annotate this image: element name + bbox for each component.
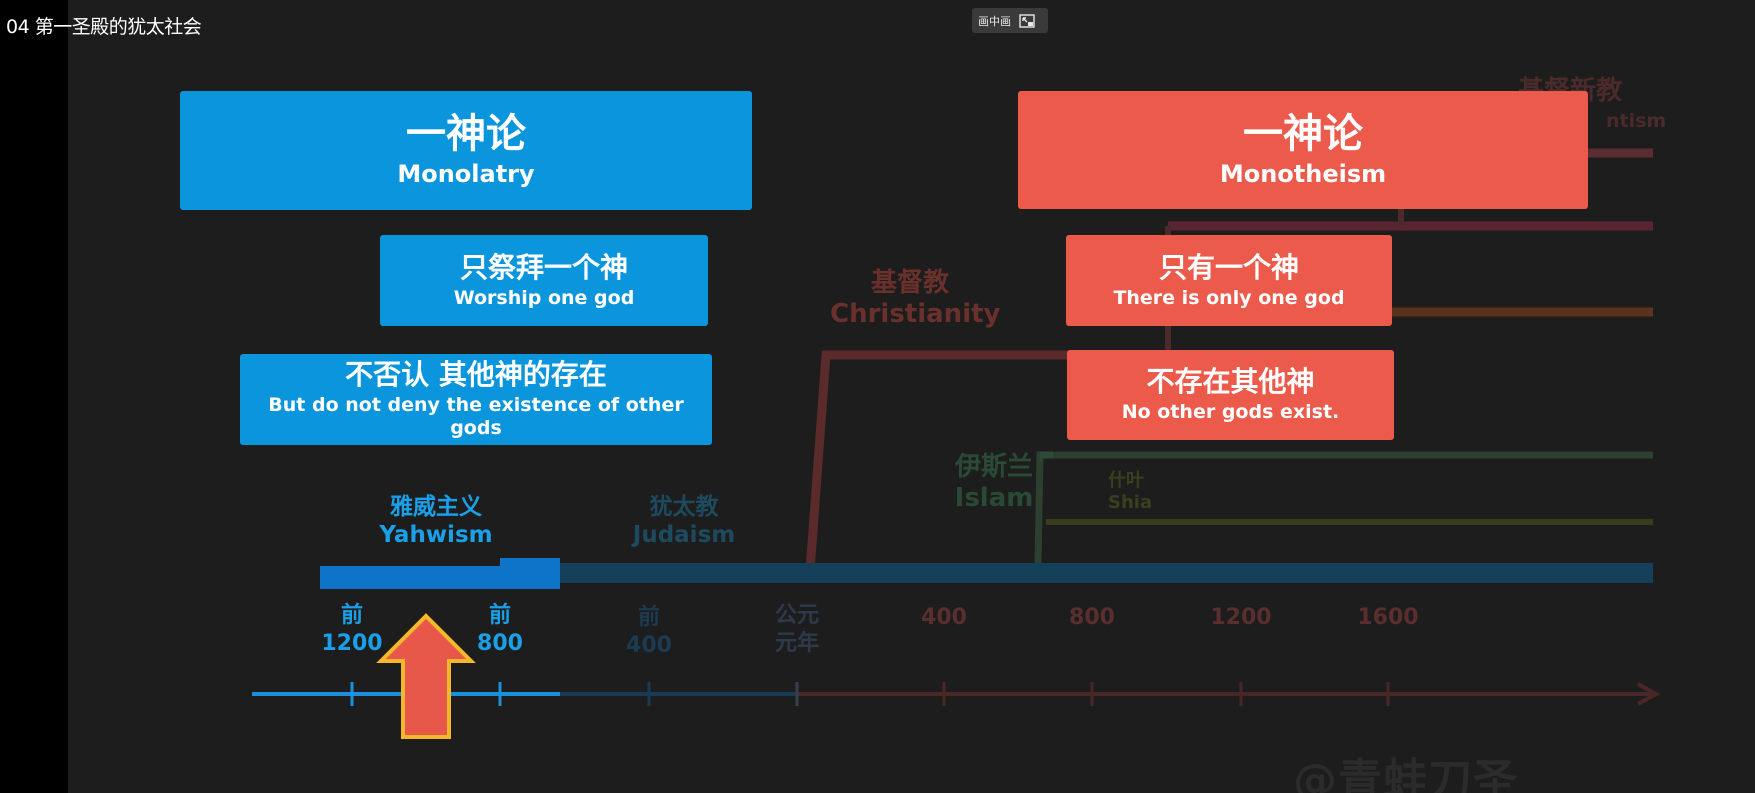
- tick-label-top: 前: [488, 603, 511, 628]
- worship-one-en: Worship one god: [453, 286, 635, 309]
- yahwism-en: Yahwism: [379, 521, 493, 548]
- tick-label-bottom: 1200: [321, 630, 383, 656]
- shia-label: 什叶 Shia: [1108, 470, 1168, 513]
- left-letterbox: [0, 0, 68, 793]
- not-deny-box: 不否认 其他神的存在 But do not deny the existence…: [240, 354, 712, 445]
- tick-label-bottom: 800: [477, 630, 523, 656]
- tick-label-top: 前: [340, 603, 363, 628]
- tick-label-1200: 1200: [1201, 604, 1281, 632]
- worship-one-box: 只祭拜一个神 Worship one god: [380, 235, 708, 326]
- tick-label-bottom: 1600: [1357, 605, 1419, 630]
- only-one-god-box: 只有一个神 There is only one god: [1066, 235, 1392, 326]
- tick-label-bottom: 800: [1069, 605, 1115, 630]
- islam-zh: 伊斯兰: [954, 452, 1033, 482]
- picture-in-picture-button[interactable]: 画中画: [972, 8, 1048, 33]
- christianity-en: Christianity: [830, 299, 1001, 330]
- yahwism-label: 雅威主义 Yahwism: [368, 494, 504, 549]
- tick-label-top: 公元: [774, 603, 819, 628]
- tick-label-bce-1200: 前 1200: [312, 602, 392, 657]
- no-other-zh: 不存在其他神: [1146, 365, 1315, 398]
- pip-label: 画中画: [978, 14, 1011, 28]
- judaism-bar: [560, 563, 1653, 583]
- monotheism-en: Monotheism: [1219, 159, 1387, 188]
- monotheism-box: 一神论 Monotheism: [1018, 91, 1588, 209]
- judaism-zh: 犹太教: [649, 494, 719, 520]
- window-title: 04 第一圣殿的犹太社会: [6, 16, 202, 38]
- only-one-en: There is only one god: [1113, 286, 1345, 309]
- tick-label-year-1: 公元 元年: [757, 602, 837, 657]
- monolatry-box: 一神论 Monolatry: [180, 91, 752, 210]
- worship-one-zh: 只祭拜一个神: [459, 250, 628, 284]
- tick-label-bottom: 1200: [1210, 605, 1272, 630]
- tick-label-800: 800: [1052, 604, 1132, 632]
- tick-label-bce-400: 前 400: [609, 604, 689, 659]
- tick-label-bce-800: 前 800: [460, 602, 540, 657]
- pip-expand-icon: [1019, 13, 1035, 28]
- shia-en: Shia: [1108, 491, 1153, 513]
- only-one-zh: 只有一个神: [1158, 250, 1299, 284]
- monotheism-zh: 一神论: [1243, 110, 1363, 157]
- monolatry-en: Monolatry: [397, 160, 535, 189]
- judaism-label: 犹太教 Judaism: [619, 494, 749, 549]
- shia-zh: 什叶: [1108, 470, 1144, 491]
- protestantism-label-en: ntism: [1606, 110, 1667, 132]
- yahwism-zh: 雅威主义: [390, 494, 482, 520]
- no-other-gods-box: 不存在其他神 No other gods exist.: [1067, 350, 1394, 440]
- tick-label-bottom: 400: [626, 632, 672, 658]
- not-deny-en: But do not deny the existence of other g…: [268, 394, 684, 440]
- tick-label-400: 400: [904, 604, 984, 632]
- monolatry-zh: 一神论: [406, 111, 526, 158]
- tick-label-1600: 1600: [1348, 604, 1428, 632]
- video-frame[interactable]: 画中画 刀圣 基督新教 ntism: [68, 0, 1755, 793]
- judaism-en: Judaism: [632, 521, 736, 548]
- no-other-en: No other gods exist.: [1121, 401, 1340, 424]
- islam-label: 伊斯兰 Islam: [946, 452, 1042, 514]
- christianity-label: 基督教 Christianity: [830, 268, 1001, 330]
- tick-label-bottom: 400: [921, 605, 967, 630]
- channel-watermark: @青蛙刀圣: [1293, 755, 1518, 793]
- islam-en: Islam: [954, 483, 1034, 514]
- up-arrow-icon: [376, 613, 476, 739]
- tick-label-bottom: 元年: [774, 630, 819, 656]
- yahwism-bar: [320, 566, 500, 589]
- tick-label-top: 前: [637, 605, 660, 630]
- christianity-zh: 基督教: [870, 268, 949, 298]
- not-deny-zh: 不否认 其他神的存在: [345, 358, 607, 392]
